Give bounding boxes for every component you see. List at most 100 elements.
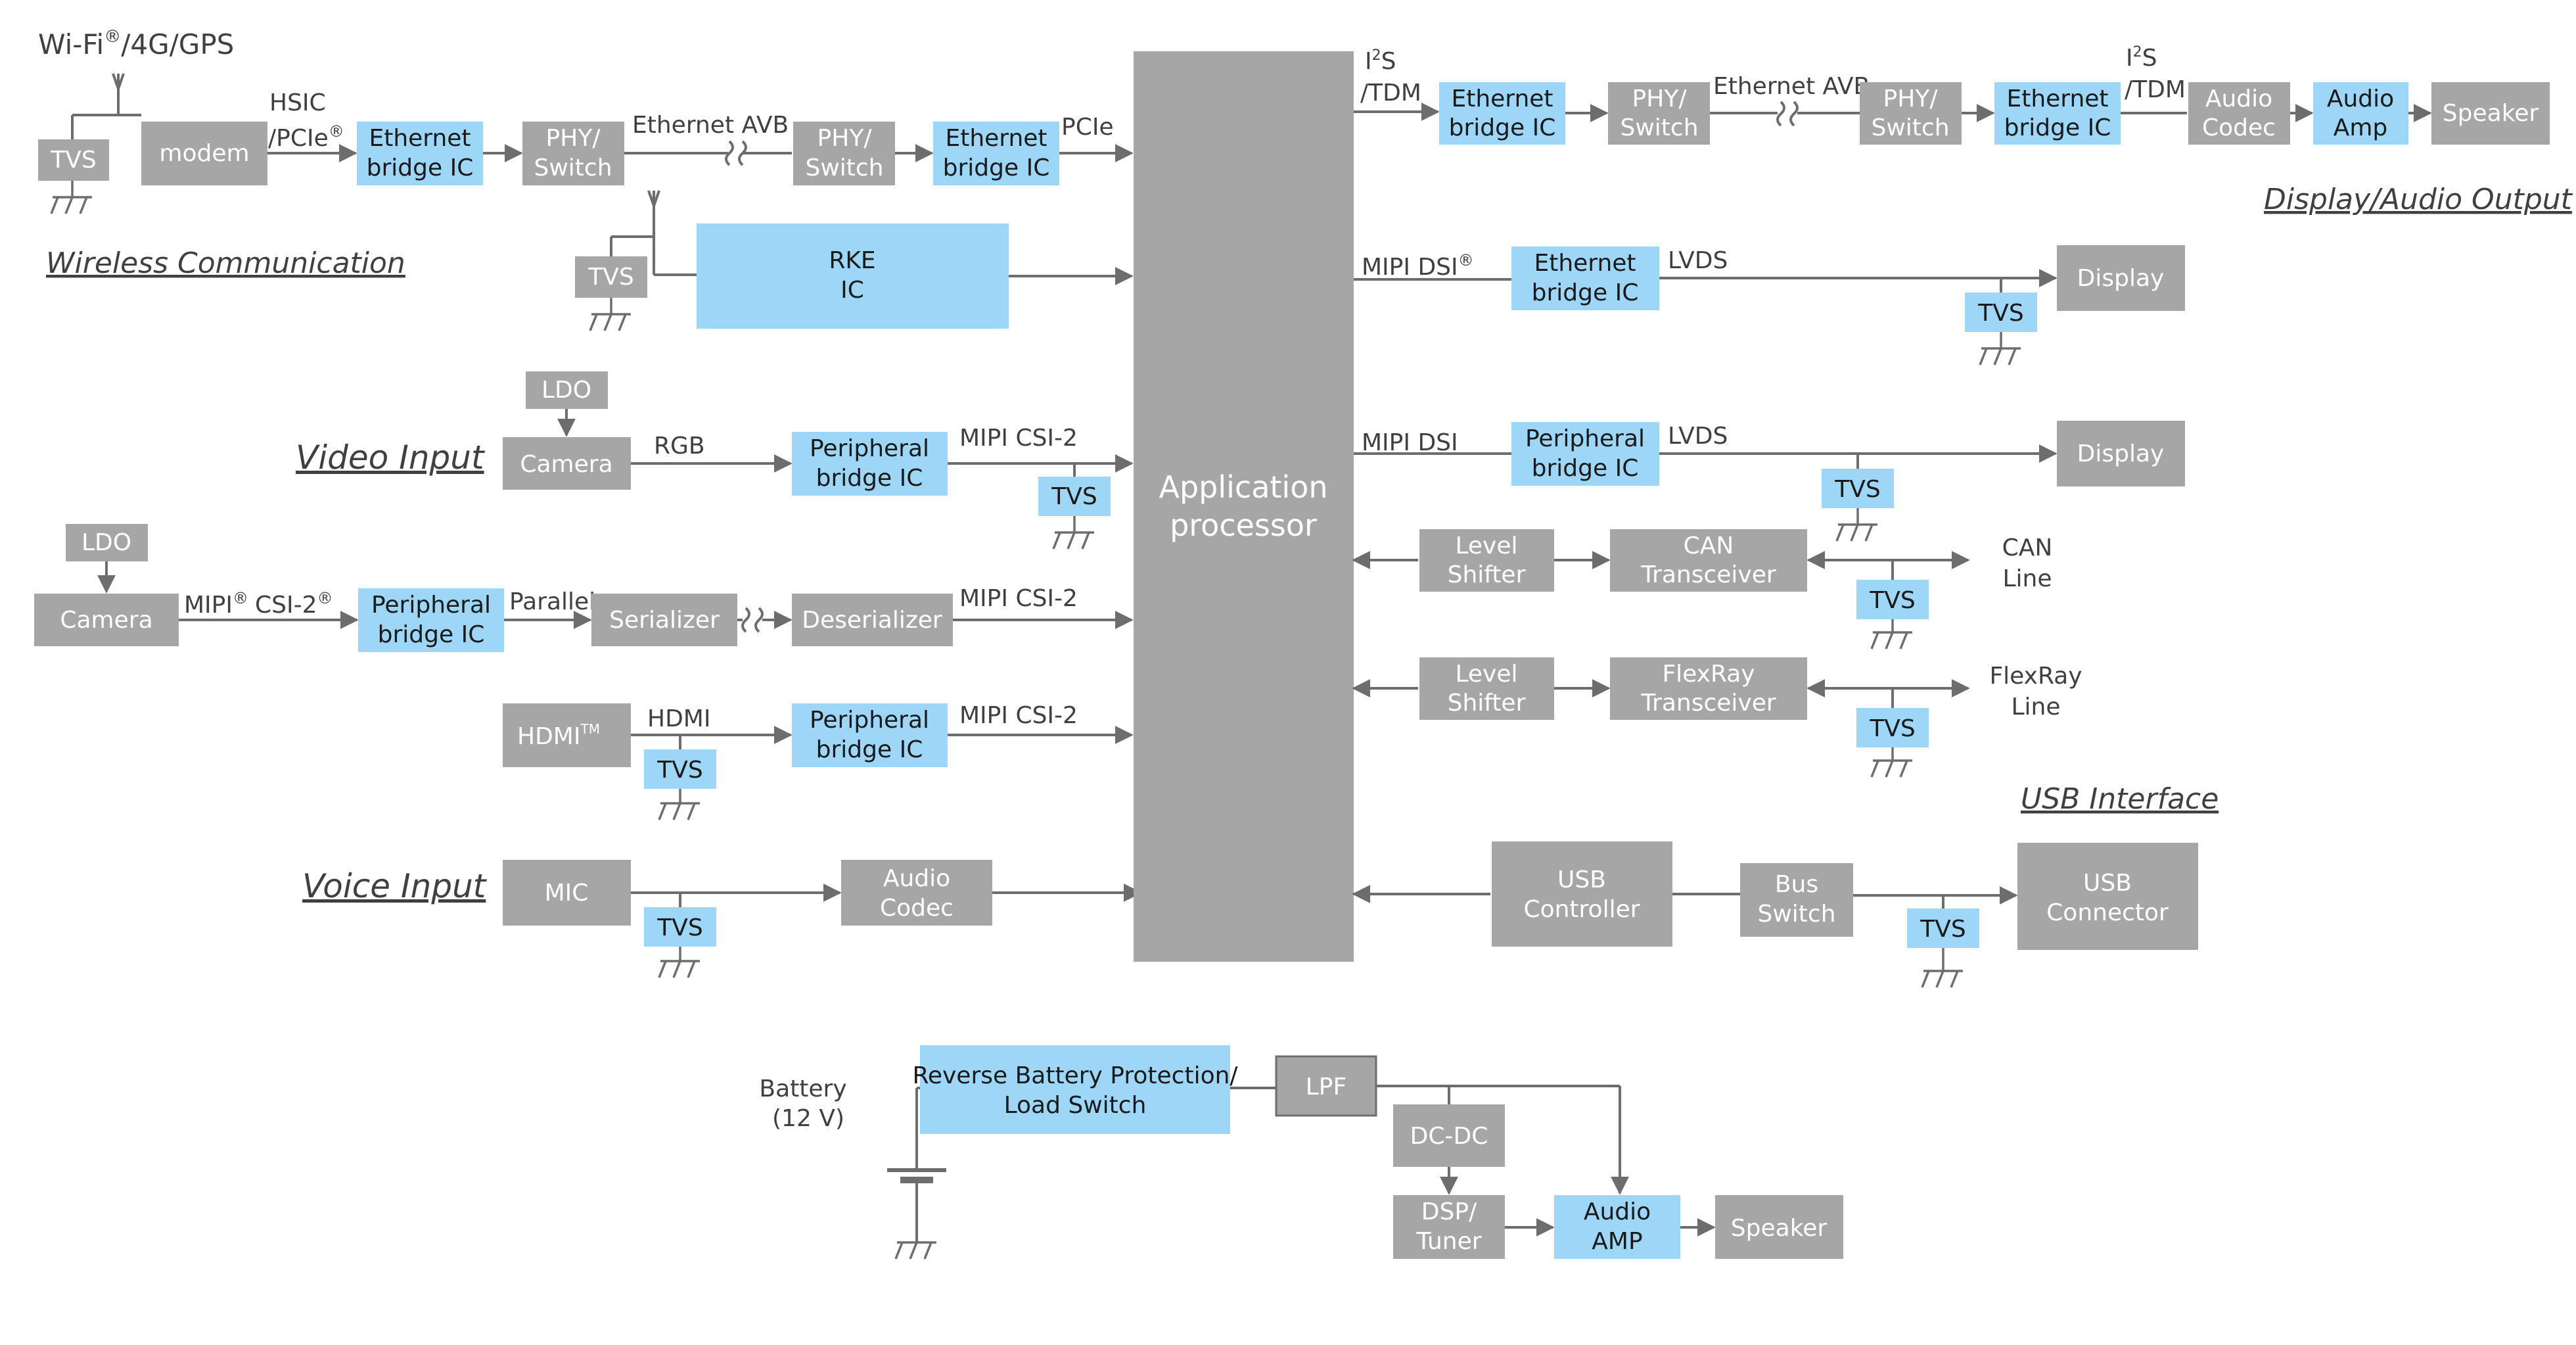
- svg-text:Switch: Switch: [1620, 114, 1698, 141]
- svg-text:Display: Display: [2077, 265, 2165, 292]
- rke-ic-block: RKE IC: [697, 224, 1009, 329]
- svg-text:USB: USB: [2083, 870, 2132, 897]
- svg-text:Codec: Codec: [2202, 114, 2276, 141]
- svg-text:Display: Display: [2077, 440, 2165, 467]
- parallel-label: Parallel: [509, 588, 595, 615]
- audio-amp-block: Audio AMP: [1554, 1195, 1680, 1259]
- svg-text:bridge IC: bridge IC: [367, 154, 474, 181]
- tvs-block: TVS: [38, 139, 109, 181]
- svg-text:Amp: Amp: [2334, 114, 2388, 141]
- section-wireless-communication: Wireless Communication: [46, 247, 405, 280]
- ground-icon: [1835, 508, 1877, 542]
- pcie-label: /PCIe®: [268, 122, 344, 152]
- tdm-label: /TDM: [2125, 76, 2186, 103]
- tvs-block: TVS: [1822, 469, 1894, 508]
- peripheral-bridge-ic-block: Peripheral bridge IC: [1511, 422, 1659, 486]
- ethernet-bridge-ic-block: Ethernet bridge IC: [1439, 82, 1565, 145]
- dc-dc-block: DC-DC: [1393, 1104, 1505, 1167]
- can-line-label: Line: [2002, 565, 2052, 592]
- tdm-label: /TDM: [1360, 80, 1421, 106]
- dsp-tuner-block: DSP/ Tuner: [1393, 1195, 1505, 1259]
- camera-block: Camera: [503, 437, 631, 490]
- svg-text:Peripheral: Peripheral: [371, 592, 491, 619]
- ethernet-avb-label: Ethernet AVB: [632, 112, 789, 139]
- audio-amp-block: Audio Amp: [2313, 82, 2408, 145]
- svg-text:TVS: TVS: [656, 757, 702, 784]
- svg-text:bridge IC: bridge IC: [1449, 114, 1556, 141]
- svg-text:Codec: Codec: [880, 895, 954, 922]
- ground-icon: [658, 947, 700, 978]
- can-transceiver-block: CAN Transceiver: [1610, 529, 1807, 592]
- svg-text:TVS: TVS: [1869, 715, 1915, 742]
- svg-text:Switch: Switch: [534, 154, 612, 181]
- lvds-label: LVDS: [1668, 247, 1728, 274]
- reverse-battery-protection-block: Reverse Battery Protection/ Load Switch: [912, 1045, 1238, 1134]
- audio-codec-block: Audio Codec: [841, 860, 992, 926]
- rgb-label: RGB: [654, 433, 705, 460]
- ethernet-avb-label: Ethernet AVB: [1713, 73, 1870, 100]
- can-line-label: CAN: [2002, 534, 2053, 561]
- svg-text:Audio: Audio: [2327, 85, 2394, 112]
- svg-text:Audio: Audio: [883, 865, 950, 892]
- speaker-block: Speaker: [2431, 82, 2550, 145]
- svg-text:Level: Level: [1455, 532, 1517, 559]
- ground-icon: [658, 789, 700, 820]
- ethernet-bridge-ic-block: Ethernet bridge IC: [357, 122, 483, 185]
- modem-block: modem: [141, 122, 267, 185]
- bus-switch-block: Bus Switch: [1740, 863, 1853, 937]
- ethernet-bridge-ic-block: Ethernet bridge IC: [1511, 247, 1659, 310]
- camera-block: Camera: [34, 594, 179, 646]
- ethernet-bridge-ic-block: Ethernet bridge IC: [1994, 82, 2121, 145]
- svg-text:RKE: RKE: [829, 247, 875, 274]
- ground-icon: [1979, 332, 2021, 366]
- deserializer-block: Deserializer: [792, 594, 953, 646]
- svg-text:Shifter: Shifter: [1448, 690, 1526, 717]
- svg-text:Connector: Connector: [2046, 899, 2169, 926]
- mipi-csi2-label: MIPI®CSI-2®: [184, 589, 333, 619]
- i2s-label: I2S: [1365, 47, 1396, 75]
- svg-text:bridge IC: bridge IC: [816, 736, 923, 763]
- ground-icon: [589, 298, 631, 331]
- display-block: Display: [2057, 245, 2185, 311]
- svg-text:TVS: TVS: [1834, 476, 1880, 503]
- svg-text:Tuner: Tuner: [1415, 1228, 1481, 1255]
- mipi-csi2-label: MIPI CSI-2: [959, 702, 1078, 729]
- tvs-block: TVS: [1038, 477, 1111, 516]
- level-shifter-block: Level Shifter: [1419, 529, 1554, 592]
- svg-text:LDO: LDO: [81, 529, 131, 556]
- ground-icon: [50, 181, 92, 214]
- svg-text:Deserializer: Deserializer: [802, 607, 942, 634]
- svg-text:LPF: LPF: [1306, 1074, 1346, 1100]
- section-usb-interface: USB Interface: [2021, 782, 2219, 816]
- battery-voltage-label: (12 V): [772, 1105, 844, 1132]
- application-processor-block: Application processor: [1134, 51, 1354, 962]
- svg-text:Level: Level: [1455, 661, 1517, 688]
- svg-text:TVS: TVS: [587, 264, 633, 291]
- svg-text:Shifter: Shifter: [1448, 561, 1526, 588]
- svg-text:DC-DC: DC-DC: [1410, 1123, 1488, 1150]
- svg-text:Ethernet: Ethernet: [945, 125, 1047, 152]
- speaker-block: Speaker: [1715, 1195, 1843, 1259]
- antenna-icon: [71, 73, 141, 139]
- svg-text:Audio: Audio: [1584, 1198, 1651, 1225]
- svg-text:PHY/: PHY/: [817, 125, 873, 152]
- svg-text:bridge IC: bridge IC: [2004, 114, 2111, 141]
- mipi-dsi-label: MIPI DSI: [1362, 429, 1458, 456]
- tvs-block: TVS: [644, 907, 716, 947]
- battery-label: Battery: [759, 1075, 846, 1102]
- svg-text:bridge IC: bridge IC: [816, 465, 923, 492]
- tvs-block: TVS: [1907, 908, 1979, 948]
- svg-text:Peripheral: Peripheral: [810, 707, 929, 734]
- svg-text:Switch: Switch: [1871, 114, 1949, 141]
- lvds-label: LVDS: [1668, 423, 1728, 450]
- tvs-block: TVS: [644, 749, 716, 789]
- ground-icon: [894, 1241, 936, 1260]
- svg-text:Speaker: Speaker: [1731, 1215, 1828, 1242]
- phy-switch-block: PHY/ Switch: [1608, 82, 1710, 145]
- usb-connector-block: USB Connector: [2017, 843, 2198, 950]
- svg-text:TVS: TVS: [656, 914, 702, 941]
- pcie-label: PCIe: [1061, 114, 1114, 141]
- svg-text:processor: processor: [1170, 507, 1317, 543]
- svg-text:Switch: Switch: [1757, 901, 1835, 928]
